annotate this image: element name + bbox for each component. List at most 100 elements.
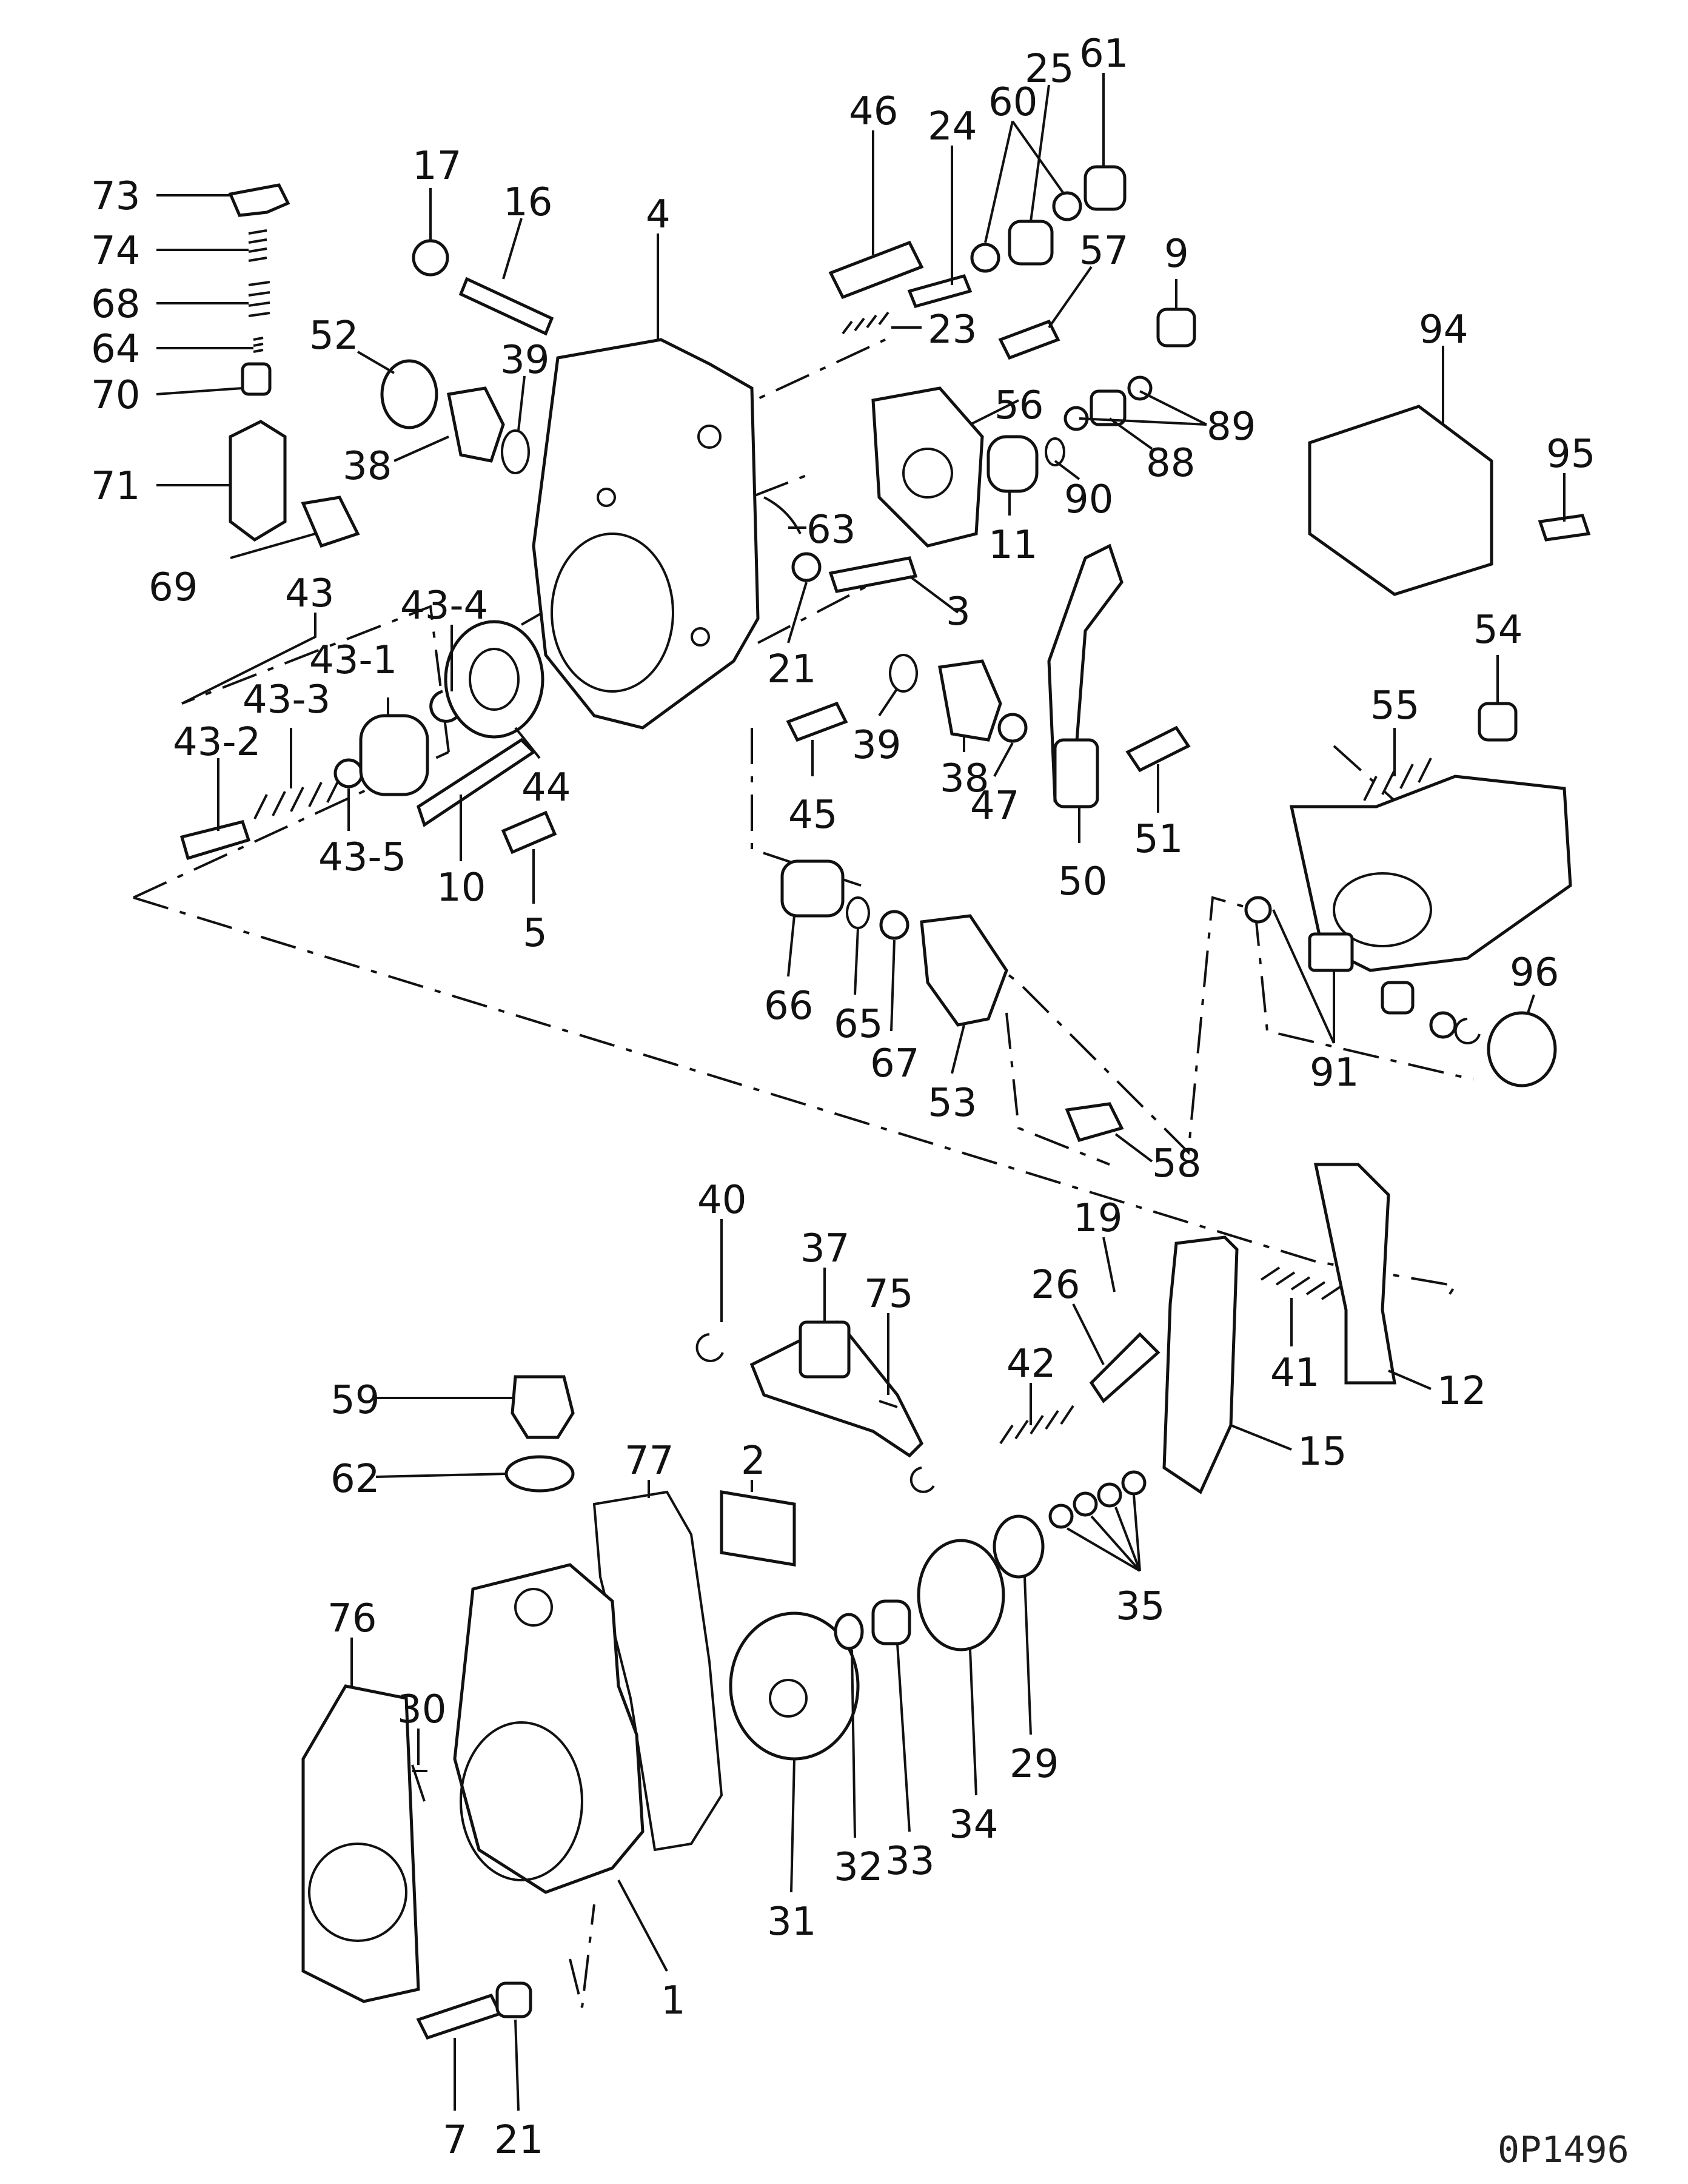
part-38-sleeve-upper (447, 386, 505, 463)
leader-16 (502, 218, 523, 280)
callout-70: 70 (91, 373, 140, 418)
callout-59: 59 (330, 1378, 380, 1423)
part-35-shim-d (1121, 1470, 1147, 1496)
part-73-clip (228, 183, 290, 217)
part-91-terminal (1308, 932, 1354, 972)
leader-57 (1048, 266, 1093, 329)
callout-71: 71 (91, 464, 140, 509)
leader-12 (1388, 1369, 1432, 1390)
callout-88: 88 (1146, 441, 1195, 486)
part-29-bearing (993, 1514, 1045, 1579)
leader-69 (230, 533, 316, 559)
part-75-pin (879, 1400, 898, 1408)
callout-43-4: 43-4 (400, 583, 488, 628)
leader-26 (1072, 1303, 1105, 1365)
callout-3: 3 (946, 590, 971, 634)
callout-31: 31 (767, 1900, 816, 1944)
callout-76: 76 (327, 1596, 377, 1641)
part-4-housing-hole-c (597, 488, 616, 507)
callout-9: 9 (1164, 232, 1189, 277)
leader-39b (878, 687, 899, 717)
part-9-bushing (1156, 307, 1196, 348)
part-25-nut (1008, 220, 1054, 266)
callout-40: 40 (697, 1178, 746, 1223)
callout-43-2: 43-2 (173, 720, 261, 765)
leader-21b (514, 2019, 520, 2111)
part-19-spring-pin (1108, 1267, 1116, 1292)
part-26-plate (1089, 1332, 1160, 1403)
callout-47: 47 (970, 784, 1019, 828)
part-4-housing-bore (551, 533, 674, 693)
part-34-sleeve (917, 1539, 1005, 1651)
callout-21a: 21 (767, 647, 816, 692)
part-64-spring (253, 337, 264, 353)
part-68-spring (248, 281, 270, 317)
callout-37: 37 (800, 1226, 849, 1271)
callout-77: 77 (625, 1439, 674, 1483)
callout-38b: 38 (940, 756, 989, 801)
part-3-bolt (828, 556, 918, 593)
callout-30: 30 (397, 1687, 446, 1732)
leader-67 (890, 939, 896, 1032)
part-96-cap (1487, 1011, 1557, 1087)
part-65-oring (846, 896, 870, 929)
callout-91: 91 (1310, 1050, 1359, 1095)
part-15-lever (1162, 1235, 1239, 1494)
part-74-spring (248, 229, 267, 262)
part-11-adjuster (986, 435, 1039, 493)
part-55-spring (1363, 758, 1432, 801)
part-43-3-spring (253, 778, 341, 819)
callout-74: 74 (91, 229, 140, 274)
part-32-washer (834, 1613, 864, 1650)
part-94-bracket (1308, 405, 1493, 596)
callout-75: 75 (864, 1272, 913, 1317)
part-46-bolt (828, 240, 924, 300)
part-35-shim-a (1048, 1504, 1074, 1529)
callout-24: 24 (928, 104, 977, 149)
part-5-bolt (501, 810, 557, 855)
callout-39a: 39 (500, 338, 549, 383)
callout-68: 68 (91, 282, 140, 327)
part-91-solenoid-coil (1333, 872, 1432, 947)
part-41-spring (1260, 1266, 1341, 1300)
leader-25 (1030, 84, 1050, 222)
part-91-clip (1454, 1018, 1481, 1044)
leader-62 (375, 1473, 507, 1478)
callout-67: 67 (870, 1041, 919, 1086)
part-10-screw (417, 738, 536, 827)
callout-66: 66 (764, 984, 813, 1029)
leader-88 (1108, 417, 1153, 450)
callout-46: 46 (849, 89, 898, 134)
part-56-plate-hole (902, 448, 953, 499)
callout-52: 52 (309, 314, 358, 358)
part-43-2-bolt (179, 820, 251, 861)
leader-96 (1527, 994, 1535, 1013)
callout-61: 61 (1079, 32, 1128, 76)
part-88-nut (1090, 389, 1127, 426)
drawing-code: 0P1496 (1498, 2129, 1629, 2171)
part-62-washer (504, 1455, 575, 1493)
callout-43-3: 43-3 (243, 677, 330, 722)
callout-43: 43 (285, 571, 334, 616)
leader-31 (790, 1758, 795, 1893)
part-53-plate (920, 914, 1008, 1027)
leader-89 (1079, 390, 1207, 426)
part-63-spring-clip (763, 496, 802, 534)
callout-33: 33 (885, 1839, 934, 1884)
part-17-plug (412, 239, 449, 277)
part-7-bolt (416, 1993, 503, 2040)
callout-15: 15 (1298, 1430, 1347, 1474)
assembly-dashline-main (133, 605, 1458, 1305)
part-43-5-washer (333, 758, 364, 788)
callout-2: 2 (741, 1439, 766, 1483)
leader-91 (1272, 909, 1335, 1044)
part-1-housing-bore (460, 1721, 583, 1881)
part-66-plug (780, 859, 845, 918)
part-75-clip (909, 1467, 935, 1493)
leader-43 (181, 613, 316, 705)
part-callouts: 73 74 68 64 70 71 69 43 43-4 43-1 43-3 4… (91, 32, 1629, 2171)
callout-50: 50 (1058, 859, 1107, 904)
part-39-oring-upper (501, 429, 530, 474)
part-38-sleeve-lower (938, 659, 1002, 742)
leader-56 (970, 399, 1019, 426)
